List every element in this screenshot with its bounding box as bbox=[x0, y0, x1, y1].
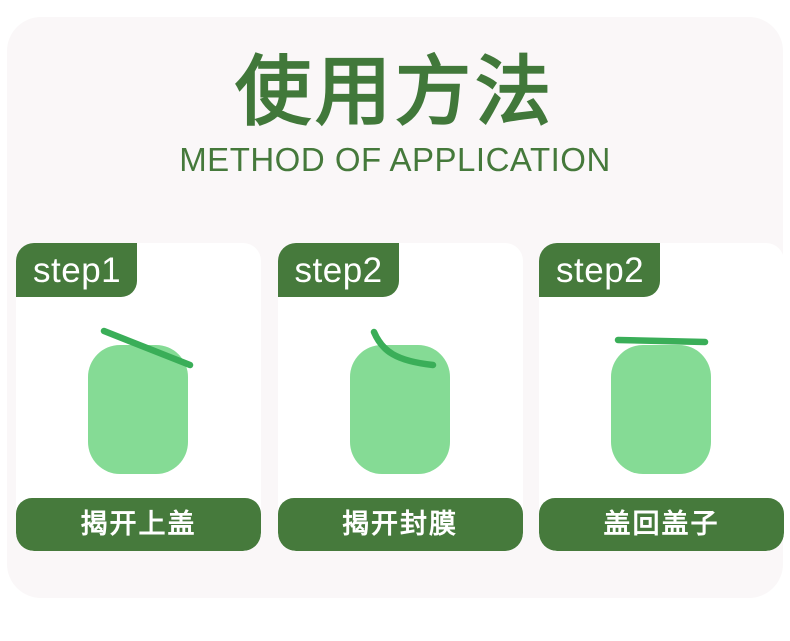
instruction-panel: 使用方法 METHOD OF APPLICATION step1 揭开上盖 st… bbox=[7, 17, 784, 598]
step-caption-1: 揭开上盖 bbox=[16, 498, 261, 551]
step-illustration-2 bbox=[278, 297, 523, 498]
step-card-1: step1 揭开上盖 bbox=[16, 243, 261, 551]
step-badge-2: step2 bbox=[277, 243, 399, 297]
bottle-icon bbox=[88, 345, 188, 474]
step-caption-2: 揭开封膜 bbox=[277, 498, 523, 551]
step-card-3: step2 盖回盖子 bbox=[539, 243, 784, 551]
step-caption-3: 盖回盖子 bbox=[539, 498, 784, 551]
bottle-icon bbox=[611, 345, 711, 474]
tilted-lid-icon bbox=[100, 327, 194, 369]
step-badge-3: step2 bbox=[539, 243, 661, 297]
peeling-film-icon bbox=[370, 328, 436, 369]
lid-on-top-icon bbox=[614, 336, 709, 346]
step-illustration-3 bbox=[539, 297, 784, 498]
heading-block: 使用方法 METHOD OF APPLICATION bbox=[7, 17, 783, 179]
step-badge-1: step1 bbox=[16, 243, 138, 297]
step-card-2: step2 揭开封膜 bbox=[277, 243, 523, 551]
page-title: 使用方法 bbox=[235, 47, 555, 136]
step-card-list: step1 揭开上盖 step2 揭开封膜 step2 bbox=[16, 243, 784, 551]
step-illustration-1 bbox=[16, 297, 261, 498]
page-subtitle: METHOD OF APPLICATION bbox=[179, 141, 611, 178]
